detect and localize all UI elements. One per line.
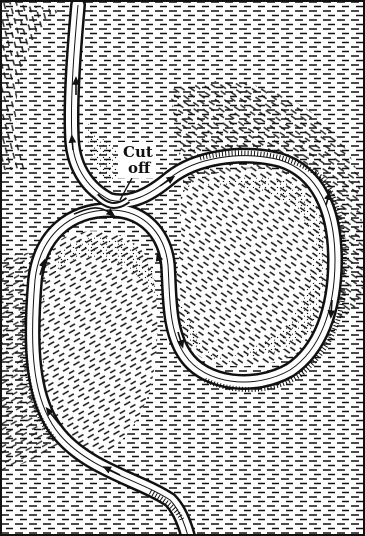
flow-arrow (331, 300, 332, 315)
cutoff-label-line2: off (128, 159, 152, 177)
flow-arrow (72, 138, 73, 150)
